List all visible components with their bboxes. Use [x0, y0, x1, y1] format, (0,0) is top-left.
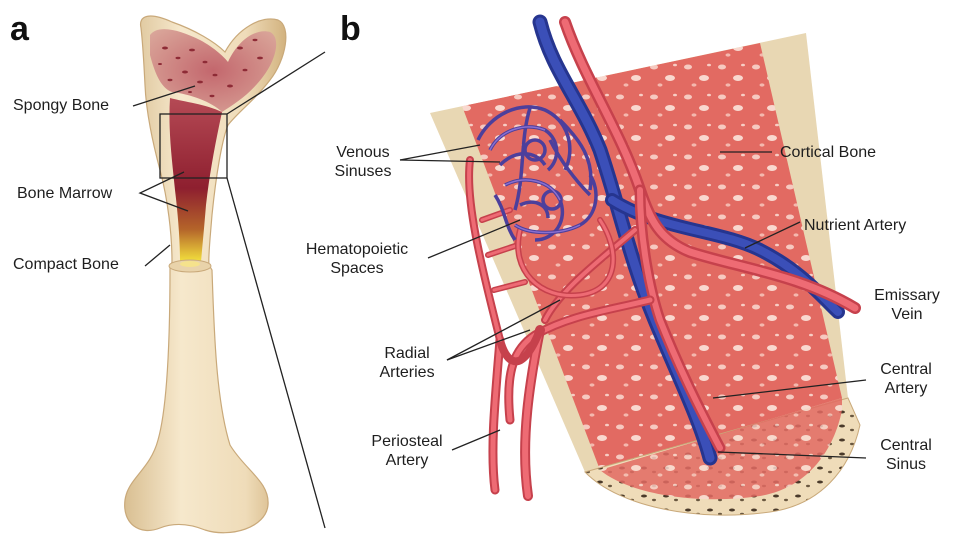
label-emissary-line1: Emissary [866, 286, 948, 305]
label-central-sinus: Central Sinus [870, 436, 942, 474]
label-bone-marrow: Bone Marrow [17, 184, 112, 203]
panel-label-b: b [340, 12, 361, 46]
label-nutrient-artery: Nutrient Artery [804, 216, 906, 235]
label-cortical-bone: Cortical Bone [780, 143, 876, 162]
label-central-sinus-line1: Central [870, 436, 942, 455]
label-periosteal-line2: Artery [364, 451, 450, 470]
label-periosteal-line1: Periosteal [364, 432, 450, 451]
leader-compact-bone [145, 245, 170, 266]
label-compact-bone: Compact Bone [13, 255, 119, 274]
label-hematopoietic-spaces: Hematopoietic Spaces [296, 240, 418, 278]
long-bone [125, 16, 325, 533]
label-spongy-bone: Spongy Bone [13, 96, 109, 115]
label-central-artery-line2: Artery [870, 379, 942, 398]
label-periosteal-artery: Periosteal Artery [364, 432, 450, 470]
label-venous-sinuses-line1: Venous [326, 143, 400, 162]
panel-label-a: a [10, 12, 29, 46]
label-radial-line1: Radial [372, 344, 442, 363]
label-radial-line2: Arteries [372, 363, 442, 382]
label-hematopoietic-line1: Hematopoietic [296, 240, 418, 259]
label-venous-sinuses: Venous Sinuses [326, 143, 400, 181]
label-emissary-vein: Emissary Vein [866, 286, 948, 324]
label-central-artery-line1: Central [870, 360, 942, 379]
label-central-artery: Central Artery [870, 360, 942, 398]
label-radial-arteries: Radial Arteries [372, 344, 442, 382]
label-venous-sinuses-line2: Sinuses [326, 162, 400, 181]
label-central-sinus-line2: Sinus [870, 455, 942, 474]
label-emissary-line2: Vein [866, 305, 948, 324]
label-hematopoietic-line2: Spaces [296, 259, 418, 278]
